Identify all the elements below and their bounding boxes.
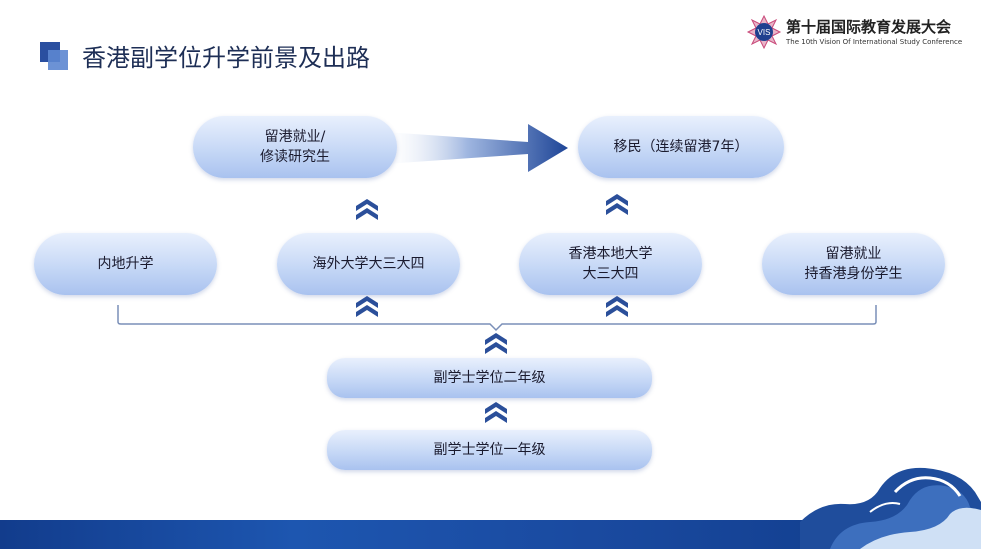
node-year1: 副学士学位一年级 bbox=[327, 430, 652, 470]
node-mainland: 内地升学 bbox=[34, 233, 217, 295]
node-hk-local: 香港本地大学 大三大四 bbox=[519, 233, 702, 295]
vis-logo-icon: VIS bbox=[746, 14, 782, 50]
chevron-up-icon bbox=[606, 194, 628, 215]
chevron-up-icon bbox=[606, 296, 628, 317]
node-hk-employment: 留港就业 持香港身份学生 bbox=[762, 233, 945, 295]
logo-cn-text: 第十届国际教育发展大会 bbox=[786, 18, 952, 36]
wave-decoration-icon bbox=[800, 467, 981, 549]
conference-logo: VIS 第十届国际教育发展大会 The 10th Vision Of Inter… bbox=[744, 12, 974, 52]
title-mark-icon bbox=[40, 42, 68, 70]
big-arrow bbox=[385, 124, 568, 172]
chevron-up-icon bbox=[356, 199, 378, 220]
logo-badge-text: VIS bbox=[758, 28, 771, 37]
chevron-up-icon bbox=[485, 402, 507, 423]
node-employment-study: 留港就业/ 修读研究生 bbox=[193, 116, 397, 178]
bracket-line bbox=[117, 305, 877, 332]
logo-en-text: The 10th Vision Of International Study C… bbox=[786, 38, 963, 46]
chevron-up-icon bbox=[356, 296, 378, 317]
page-title: 香港副学位升学前景及出路 bbox=[82, 44, 370, 72]
node-immigration: 移民（连续留港7年） bbox=[578, 116, 784, 178]
node-overseas: 海外大学大三大四 bbox=[277, 233, 460, 295]
node-year2: 副学士学位二年级 bbox=[327, 358, 652, 398]
chevron-up-icon bbox=[485, 333, 507, 354]
